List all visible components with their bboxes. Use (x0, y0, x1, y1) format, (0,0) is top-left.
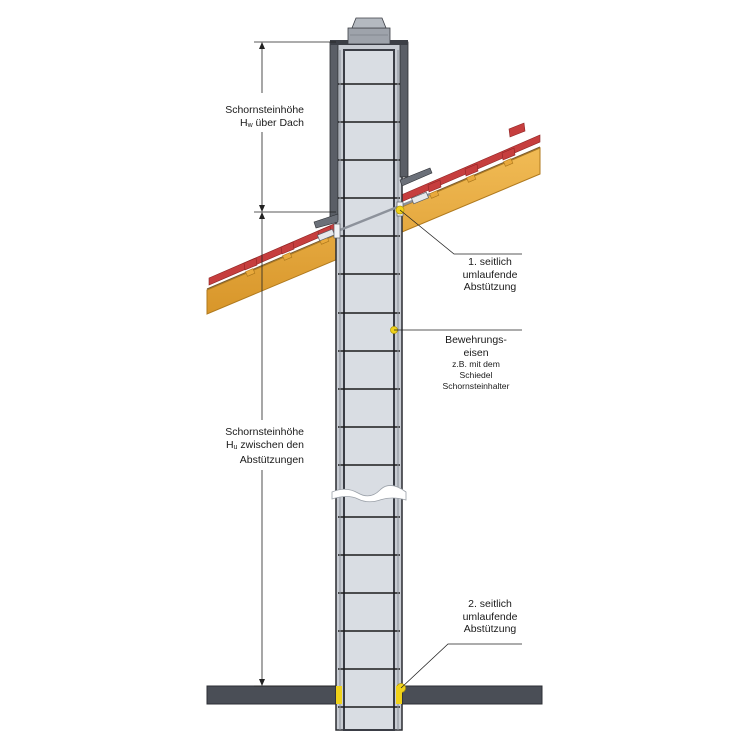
chimney (313, 17, 433, 731)
label-support-1: 1. seitlich umlaufende Abstützung (450, 256, 530, 294)
label-hu-line1: Schornsteinhöhe (225, 426, 304, 438)
label-support-1-line1: 1. seitlich (468, 256, 512, 268)
label-reinforcement-line3: z.B. mit dem (452, 359, 500, 369)
dimension-lines (254, 41, 336, 687)
roof-battens (245, 158, 514, 277)
label-reinforcement-line2: eisen (463, 346, 489, 359)
label-hw-symbol: H (239, 116, 248, 129)
label-support-2: 2. seitlich umlaufende Abstützung (450, 598, 530, 636)
flue-lining (343, 49, 395, 731)
roof-flashing (313, 167, 433, 229)
label-hw-rest: über Dach (252, 116, 304, 129)
leader-lines (394, 209, 522, 689)
label-reinforcement-line1: Bewehrungs- (445, 334, 507, 346)
label-reinforcement-line5: Schornsteinhalter (442, 381, 510, 391)
support-2-collar-left (336, 686, 342, 704)
label-hu-line3: Abstützungen (239, 454, 304, 466)
label-hw-subscript: w (247, 121, 253, 129)
label-reinforcement: Bewehrungs- eisen z.B. mit dem Schiedel … (424, 334, 528, 392)
label-support-2-line1: 2. seitlich (468, 598, 512, 610)
chimney-cap (347, 17, 391, 45)
label-height-between-supports: Schornsteinhöhe Hu zwischen den Abstützu… (200, 426, 304, 467)
break-mark (331, 485, 407, 503)
label-hu-rest: zwischen den (237, 438, 304, 451)
label-height-above-roof: Schornsteinhöhe Hw über Dach (216, 104, 304, 132)
label-height-above-roof-line1: Schornsteinhöhe (225, 104, 304, 116)
dimension-arrows (259, 42, 265, 686)
block-joints (338, 83, 400, 708)
label-support-1-line3: Abstützung (463, 281, 517, 293)
support-2-collar-right (396, 686, 402, 704)
label-support-1-line2: umlaufende (462, 268, 518, 281)
label-hu-subscript: u (233, 443, 238, 451)
label-support-2-line2: umlaufende (462, 610, 518, 623)
reinforcement-bars (339, 50, 399, 730)
label-reinforcement-line4: Schiedel (459, 370, 493, 380)
label-hu-symbol: H (225, 438, 234, 451)
label-support-2-line3: Abstützung (463, 623, 517, 635)
